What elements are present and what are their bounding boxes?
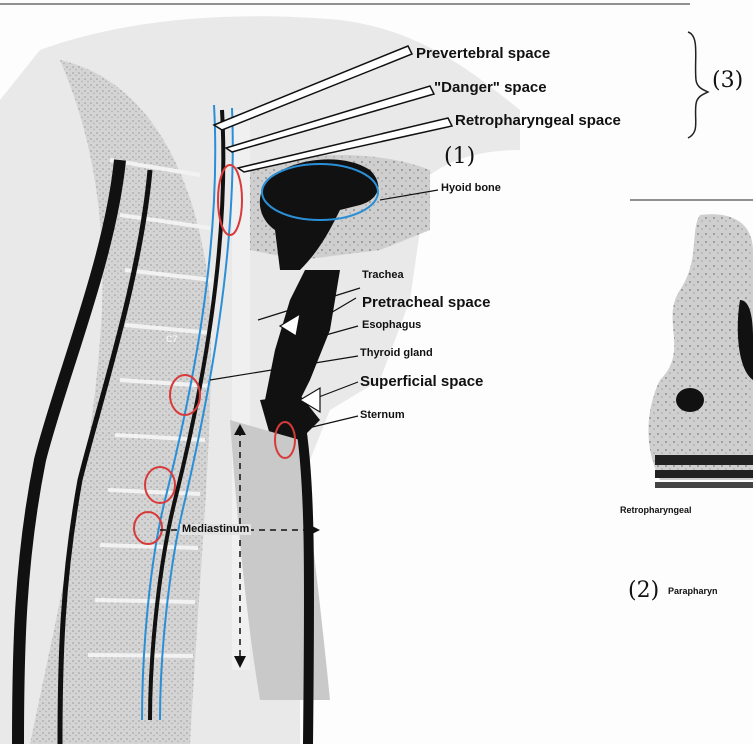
label-prevertebral-space: Prevertebral space xyxy=(416,46,550,61)
label-superficial-space: Superficial space xyxy=(360,374,483,389)
label-esophagus: Esophagus xyxy=(362,320,421,331)
label-retropharyngeal-space: Retropharyngeal space xyxy=(455,113,621,128)
label-thyroid-gland: Thyroid gland xyxy=(360,348,433,359)
handwritten-note-1: (1) xyxy=(444,146,475,168)
handwritten-note-3: (3) xyxy=(712,70,743,92)
label-c7: C7 xyxy=(166,335,178,344)
label-mediastinum: Mediastinum xyxy=(180,524,251,535)
label-danger-space: "Danger" space xyxy=(434,80,547,95)
axial-section-image xyxy=(648,214,753,480)
handwritten-brace xyxy=(688,32,708,138)
axial-band-2 xyxy=(655,470,753,478)
label-trachea: Trachea xyxy=(362,270,404,281)
axial-band-1 xyxy=(655,455,753,465)
caption-retropharyngeal: Retropharyngeal xyxy=(620,506,692,515)
axial-dark-structure xyxy=(676,388,704,412)
caption-parapharyngeal: Parapharyn xyxy=(668,587,718,596)
label-sternum: Sternum xyxy=(360,410,405,421)
axial-band-3 xyxy=(655,482,753,488)
label-hyoid-bone: Hyoid bone xyxy=(441,183,501,194)
label-pretracheal-space: Pretracheal space xyxy=(362,295,490,310)
handwritten-note-2: (2) xyxy=(628,580,659,602)
